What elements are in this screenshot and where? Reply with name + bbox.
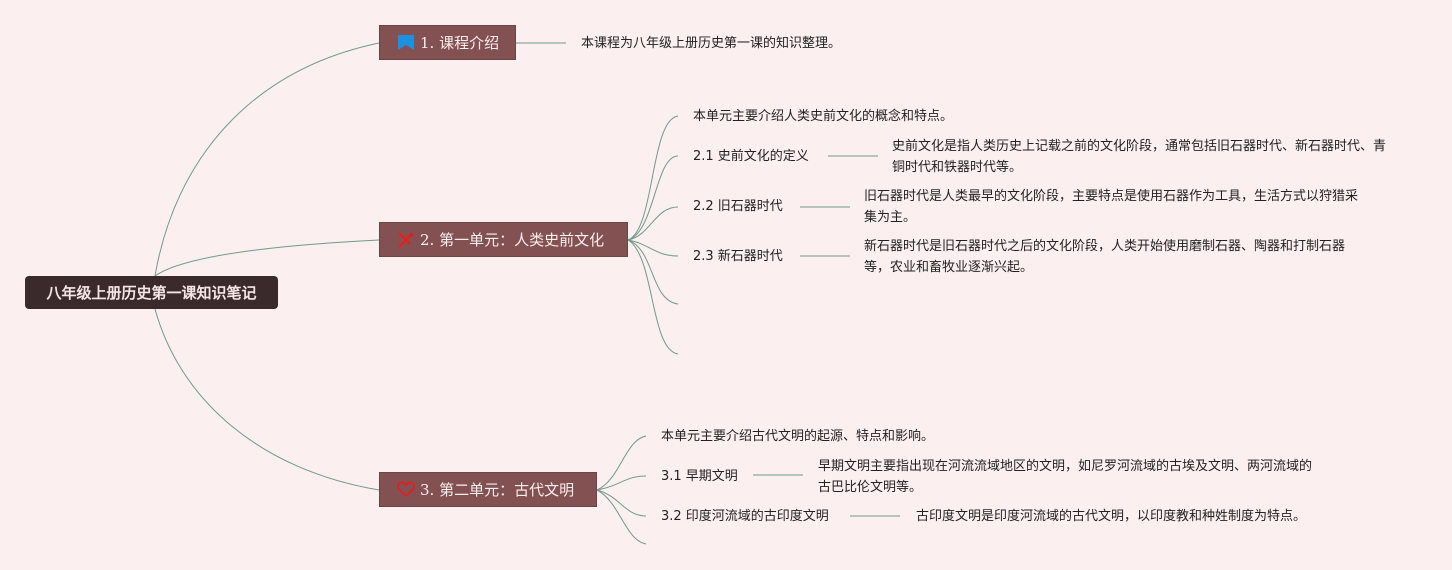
subtopic-title[interactable]: 3.2 印度河流域的古印度文明 bbox=[661, 509, 829, 524]
unit-intro: 本单元主要介绍人类史前文化的概念和特点。 bbox=[693, 109, 954, 124]
topic-course-intro[interactable]: 1. 课程介绍 bbox=[379, 25, 516, 60]
topic-unit-prehistoric[interactable]: 2. 第一单元：人类史前文化 bbox=[379, 222, 628, 257]
topic-note: 本课程为八年级上册历史第一课的知识整理。 bbox=[581, 36, 842, 51]
crossed-tools-icon bbox=[396, 230, 416, 250]
topic-title: 3. 第二单元：古代文明 bbox=[420, 481, 575, 499]
root-title: 八年级上册历史第一课知识笔记 bbox=[46, 284, 257, 302]
subtopic-detail: 早期文明主要指出现在河流流域地区的文明，如尼罗河流域的古埃及文明、两河流域的古巴… bbox=[818, 459, 1313, 495]
heart-icon bbox=[396, 480, 416, 500]
subtopic-detail: 古印度文明是印度河流域的古代文明，以印度教和种姓制度为特点。 bbox=[916, 509, 1307, 524]
subtopic-detail: 史前文化是指人类历史上记载之前的文化阶段，通常包括旧石器时代、新石器时代、青铜时… bbox=[892, 139, 1387, 175]
subtopic-title[interactable]: 2.3 新石器时代 bbox=[693, 249, 783, 264]
subtopic-detail: 新石器时代是旧石器时代之后的文化阶段，人类开始使用磨制石器、陶器和打制石器等，农… bbox=[864, 239, 1346, 275]
unit-intro: 本单元主要介绍古代文明的起源、特点和影响。 bbox=[661, 429, 935, 444]
topic-title: 2. 第一单元：人类史前文化 bbox=[420, 231, 605, 249]
subtopic-title[interactable]: 2.2 旧石器时代 bbox=[693, 199, 783, 214]
subtopic-title[interactable]: 3.1 早期文明 bbox=[661, 469, 738, 484]
topic-unit-ancient-civilization[interactable]: 3. 第二单元：古代文明 bbox=[379, 472, 597, 507]
root-node[interactable]: 八年级上册历史第一课知识笔记 bbox=[25, 276, 278, 309]
blue-flag-icon bbox=[396, 33, 416, 53]
subtopic-title[interactable]: 2.1 史前文化的定义 bbox=[693, 149, 809, 164]
subtopic-detail: 旧石器时代是人类最早的文化阶段，主要特点是使用石器作为工具，生活方式以狩猎采集为… bbox=[864, 189, 1359, 225]
topic-title: 1. 课程介绍 bbox=[420, 34, 500, 52]
